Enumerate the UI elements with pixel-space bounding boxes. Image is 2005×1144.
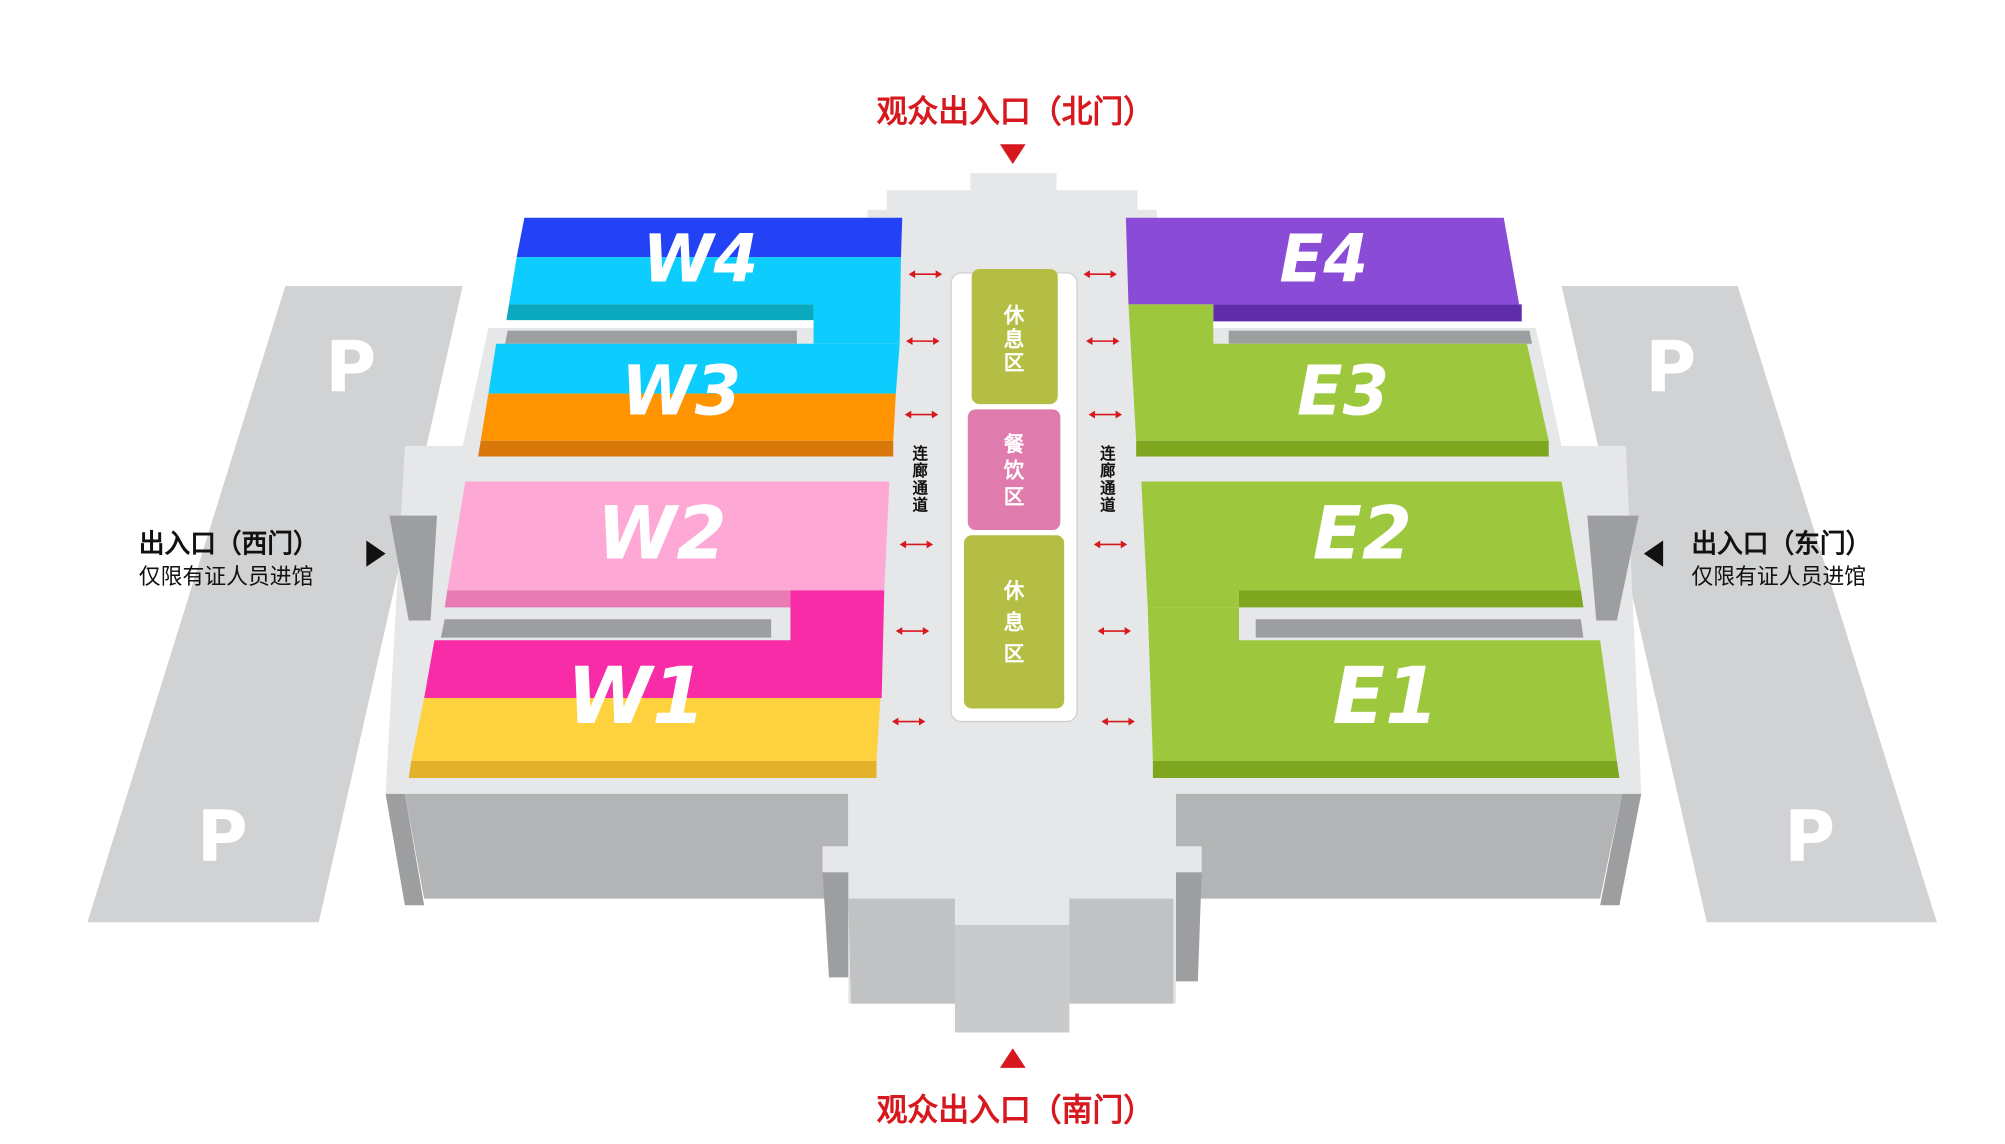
hall-label-w3: W3 [621, 351, 741, 431]
double-arrow-icon [1083, 270, 1117, 279]
rest-area-north[interactable] [971, 268, 1058, 405]
north-gate: 观众出入口（北门） [877, 94, 1155, 164]
west-gate: 出入口（西门） 仅限有证人员进馆 [139, 529, 386, 590]
hall-label-w2: W2 [597, 491, 726, 577]
parking-label: P [325, 326, 376, 409]
double-arrow-icon [908, 270, 943, 279]
hall-label-e1: E1 [1332, 651, 1438, 742]
north-gate-label: 观众出入口（北门） [877, 94, 1155, 130]
rest-label: 休 [1003, 304, 1025, 328]
center-zones: 休 息 区 餐 饮 区 休 息 区 [950, 268, 1078, 723]
rest-label: 息 [1004, 611, 1025, 635]
hall-w3[interactable]: W3 [478, 343, 900, 457]
hall-e4[interactable]: E4 [1125, 217, 1522, 322]
hall-w1[interactable]: W1 [408, 590, 885, 778]
triangle-right-icon [366, 540, 386, 567]
dining-label: 区 [1004, 485, 1025, 509]
dining-label: 餐 [1004, 432, 1025, 456]
triangle-left-icon [1643, 540, 1664, 567]
west-gate-note: 仅限有证人员进馆 [139, 565, 314, 590]
parking-label: P [1645, 326, 1696, 409]
corridor-label-east: 连 廊 通 道 [1100, 444, 1116, 514]
svg-text:通: 通 [913, 479, 929, 497]
double-arrow-icon [891, 717, 926, 726]
hall-e1[interactable]: E1 [1147, 607, 1620, 778]
corridor-label-west: 连 廊 通 道 [913, 444, 929, 514]
double-arrow-icon [1086, 337, 1120, 346]
south-gate: 观众出入口（南门） [877, 1048, 1155, 1128]
svg-text:通: 通 [1100, 479, 1116, 497]
double-arrow-icon [1088, 410, 1123, 419]
double-arrow-icon [906, 337, 940, 346]
parking-east: P P [1561, 286, 1937, 923]
hall-e2[interactable]: E2 [1141, 481, 1584, 608]
parking-west: P P [87, 286, 463, 923]
hall-w4[interactable]: W4 [506, 217, 903, 344]
hall-e3[interactable]: E3 [1128, 304, 1549, 457]
triangle-up-icon [999, 1048, 1026, 1068]
hall-label-e2: E2 [1313, 491, 1412, 577]
dining-label: 饮 [1003, 458, 1025, 482]
south-gate-label: 观众出入口（南门） [877, 1092, 1155, 1128]
double-arrow-icon [1093, 540, 1128, 549]
svg-text:廊: 廊 [1100, 461, 1116, 480]
svg-text:连: 连 [913, 444, 929, 463]
rest-label: 区 [1004, 351, 1025, 375]
rest-label: 休 [1003, 579, 1025, 603]
svg-text:连: 连 [1100, 444, 1116, 463]
east-gate-note: 仅限有证人员进馆 [1691, 565, 1866, 590]
dining-area[interactable] [967, 409, 1061, 531]
triangle-down-icon [999, 144, 1026, 164]
rest-label: 息 [1004, 327, 1025, 351]
double-arrow-icon [899, 540, 934, 549]
rest-label: 区 [1004, 642, 1025, 666]
double-arrow-icon [1101, 717, 1135, 726]
parking-label: P [1784, 796, 1835, 879]
double-arrow-icon [895, 627, 930, 635]
double-arrow-icon [904, 410, 939, 419]
east-gate: 出入口（东门） 仅限有证人员进馆 [1643, 528, 1871, 590]
east-gate-title: 出入口（东门） [1691, 528, 1871, 559]
svg-text:道: 道 [1100, 495, 1116, 514]
hall-label-w1: W1 [567, 651, 706, 742]
hall-label-w4: W4 [643, 222, 759, 298]
hall-label-e3: E3 [1297, 351, 1389, 431]
svg-text:廊: 廊 [913, 461, 929, 480]
double-arrow-icon [1097, 627, 1132, 635]
svg-text:道: 道 [913, 495, 929, 514]
passage-arrows [891, 270, 1135, 726]
rest-area-south[interactable] [963, 535, 1065, 709]
hall-label-e4: E4 [1280, 222, 1369, 298]
parking-label: P [197, 796, 248, 879]
hall-w2[interactable]: W2 [444, 481, 890, 608]
west-gate-title: 出入口（西门） [139, 529, 319, 559]
